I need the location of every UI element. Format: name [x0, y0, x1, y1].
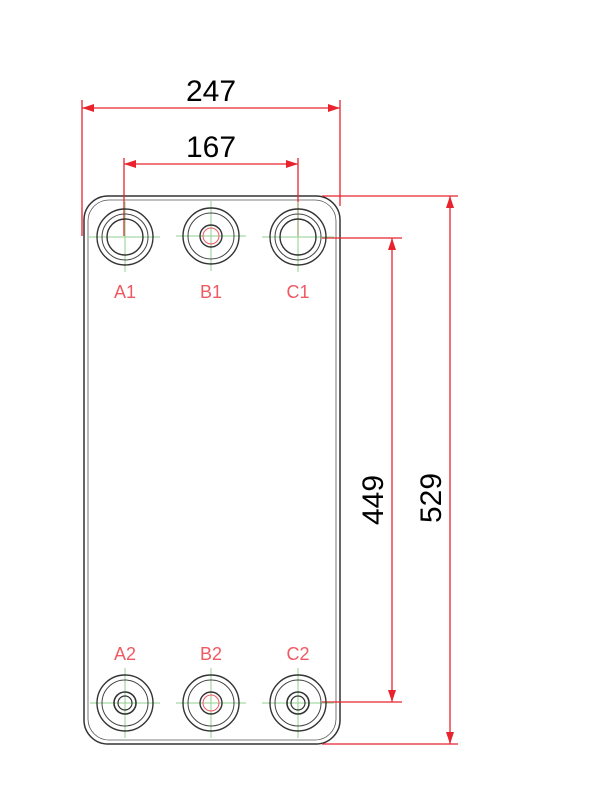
dimension-label-port-vertical-spacing: 449 — [357, 475, 390, 525]
dimension-port-spacing: 167 — [123, 131, 299, 236]
plate-outline — [83, 195, 341, 745]
dimension-overall-height: 529 — [322, 195, 458, 745]
port-a2: A2 — [90, 644, 160, 738]
port-label-c2: C2 — [286, 644, 309, 664]
dimension-label-port-spacing: 167 — [186, 131, 236, 164]
dimension-label-overall-height: 529 — [415, 473, 448, 523]
port-b2: B2 — [176, 644, 246, 738]
port-label-b1: B1 — [200, 282, 222, 302]
port-c2: C2 — [262, 644, 334, 738]
dimension-overall-width: 247 — [81, 75, 341, 236]
port-label-a2: A2 — [114, 644, 136, 664]
port-c1: C1 — [262, 202, 334, 302]
dimension-label-overall-width: 247 — [186, 75, 236, 108]
port-label-a1: A1 — [114, 282, 136, 302]
dimension-port-vertical-spacing: 449 — [322, 237, 402, 703]
port-b1: B1 — [176, 201, 246, 302]
port-label-b2: B2 — [200, 644, 222, 664]
port-a1: A1 — [88, 202, 160, 302]
port-label-c1: C1 — [286, 282, 309, 302]
